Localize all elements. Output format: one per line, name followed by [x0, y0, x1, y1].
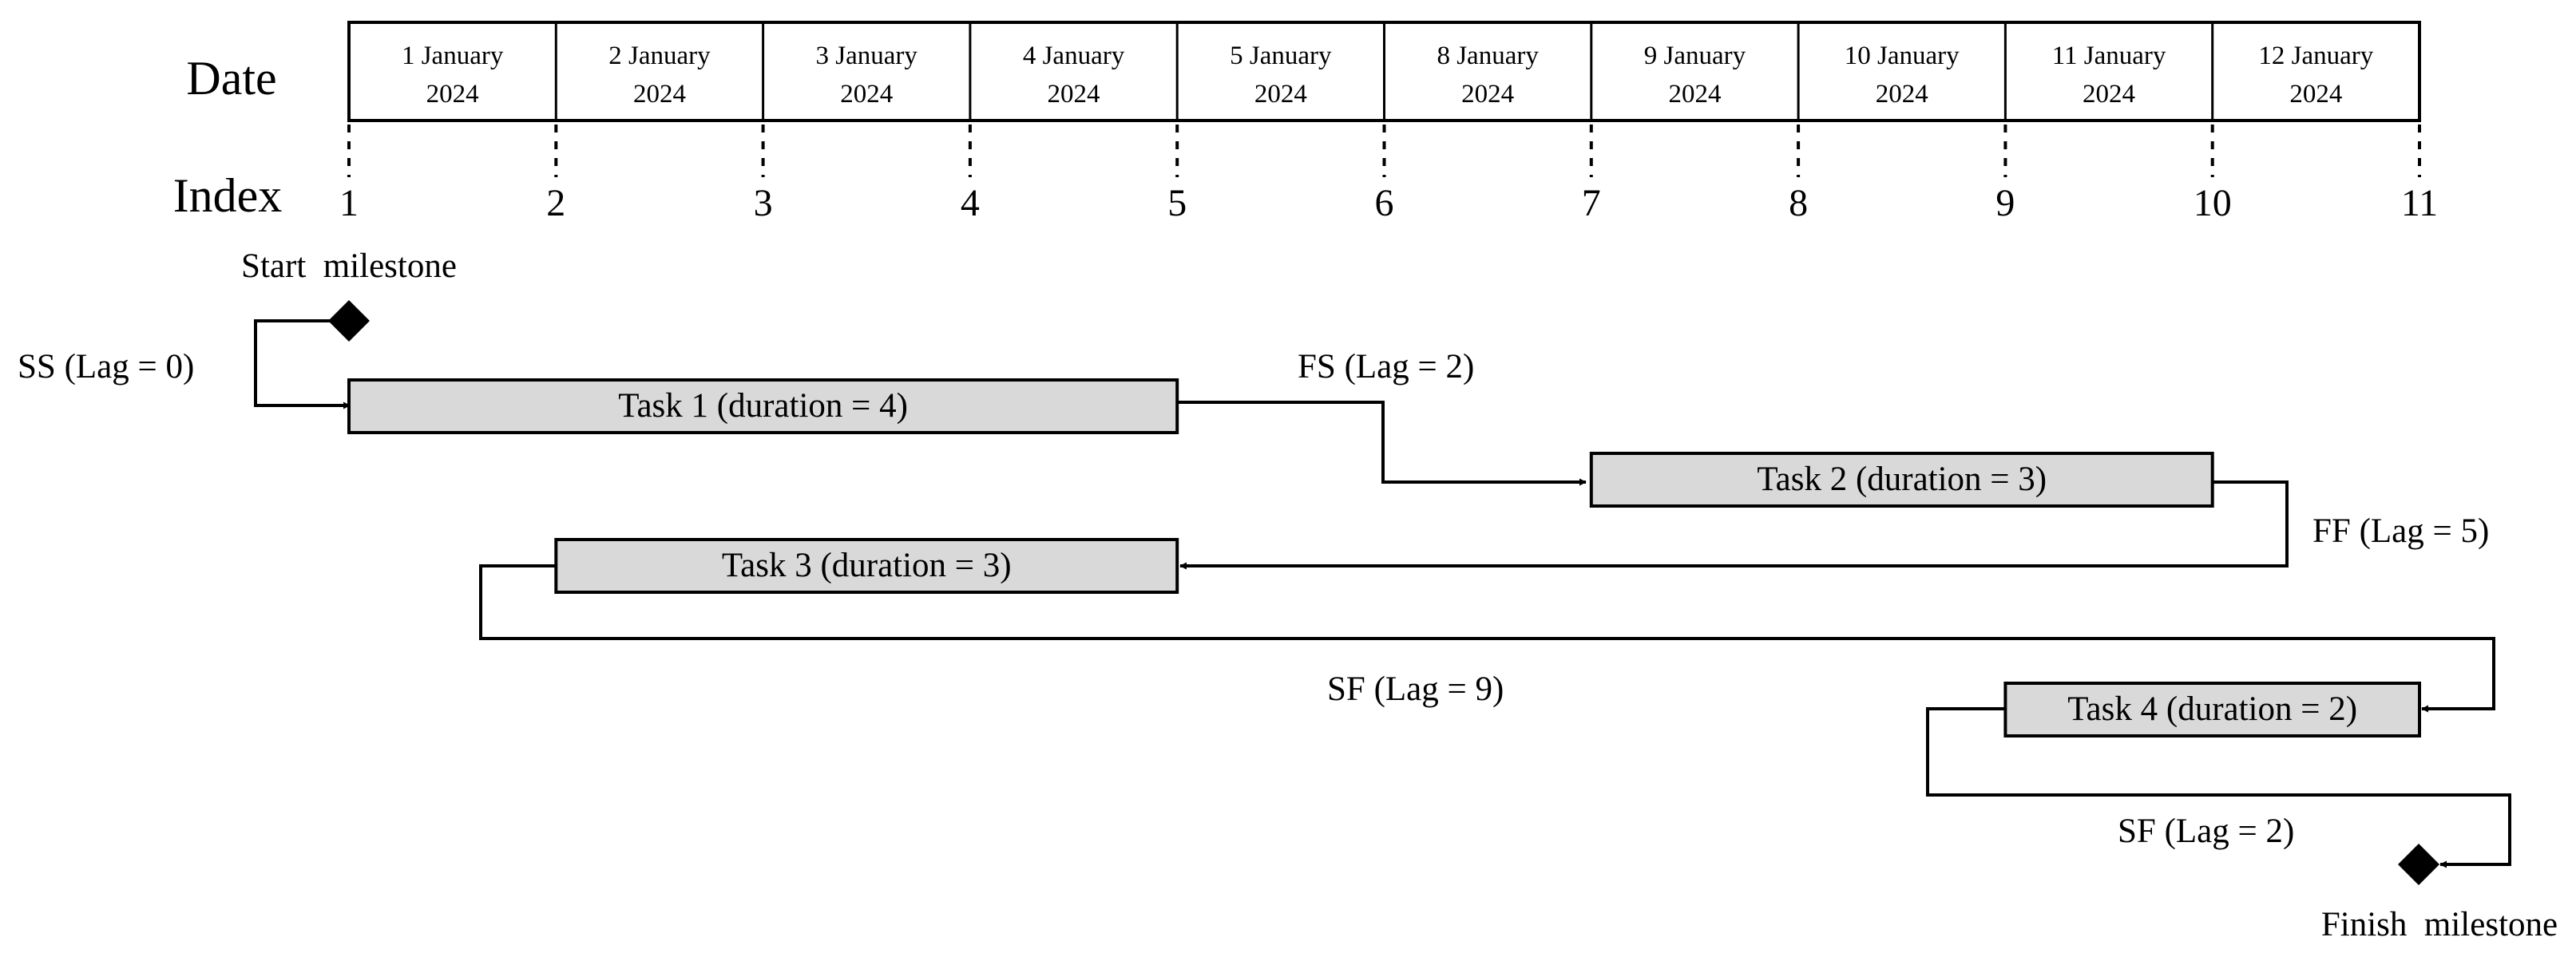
start-milestone-diamond — [328, 300, 370, 342]
index-labels: 1 2 3 4 5 6 7 8 9 10 11 — [339, 182, 2438, 224]
sf9-label: SF (Lag = 9) — [1327, 670, 1504, 708]
index-label: 8 — [1789, 182, 1808, 224]
dependency-connectors — [254, 319, 2511, 868]
sf9-connector — [479, 564, 2495, 713]
date-cell-year: 2024 — [426, 80, 479, 109]
date-cell-day: 3 January — [816, 42, 918, 70]
date-cell-year: 2024 — [1048, 80, 1100, 109]
start-milestone-label: Start milestone — [241, 247, 457, 285]
index-header: Index — [173, 169, 283, 222]
date-cell-day: 9 January — [1644, 42, 1746, 70]
ff-connector — [1179, 480, 2289, 570]
date-cell-year: 2024 — [1876, 80, 1928, 109]
date-cell-year: 2024 — [840, 80, 893, 109]
task-bar — [347, 378, 1179, 434]
date-cell-day: 8 January — [1437, 42, 1539, 70]
sf2-connector — [1926, 707, 2511, 868]
task-label: Task 1 (duration = 4) — [618, 387, 908, 425]
date-cell-year: 2024 — [2289, 80, 2342, 109]
index-label: 1 — [339, 182, 359, 224]
index-label: 2 — [546, 182, 565, 224]
task-bar — [554, 538, 1179, 594]
index-label: 9 — [1995, 182, 2015, 224]
task-bar — [1589, 452, 2214, 508]
index-label: 5 — [1167, 182, 1187, 224]
date-cells: 1 January 2024 2 January 2024 3 January 2024 4… — [402, 22, 2374, 121]
index-label: 4 — [961, 182, 980, 224]
task-label: Task 4 (duration = 2) — [2067, 690, 2357, 728]
ss-connector — [254, 319, 351, 409]
task-label: Task 2 (duration = 3) — [1757, 461, 2047, 498]
task-bar — [2003, 682, 2421, 737]
fs-label: FS (Lag = 2) — [1298, 348, 1474, 386]
date-cell-day: 1 January — [402, 42, 504, 70]
finish-milestone-diamond — [2398, 844, 2439, 885]
date-cell-day: 5 January — [1230, 42, 1332, 70]
task-label: Task 3 (duration = 3) — [722, 547, 1012, 584]
index-label: 3 — [754, 182, 773, 224]
date-cell-year: 2024 — [1254, 80, 1307, 109]
tick-marks — [347, 125, 2421, 177]
index-label: 7 — [1582, 182, 1601, 224]
date-cell-year: 2024 — [1461, 80, 1514, 109]
index-label: 6 — [1375, 182, 1394, 224]
date-header: Date — [186, 52, 276, 105]
date-cell-day: 11 January — [2052, 42, 2166, 70]
finish-milestone-label: Finish milestone — [2321, 906, 2558, 943]
date-cell-year: 2024 — [1668, 80, 1721, 109]
index-label: 10 — [2194, 182, 2232, 224]
date-cell-day: 2 January — [608, 42, 711, 70]
date-cell-day: 4 January — [1023, 42, 1125, 70]
fs-connector — [1178, 401, 1587, 486]
date-cell-day: 10 January — [1845, 42, 1960, 70]
date-cell-year: 2024 — [2083, 80, 2135, 109]
index-label: 11 — [2401, 182, 2438, 224]
ff-label: FF (Lag = 5) — [2312, 512, 2489, 550]
date-cell-day: 12 January — [2258, 42, 2373, 70]
ss-label: SS (Lag = 0) — [18, 348, 194, 386]
task-bars: Task 1 (duration = 4) Task 2 (duration = … — [347, 378, 2421, 737]
sf2-label: SF (Lag = 2) — [2118, 813, 2294, 850]
date-cell-year: 2024 — [633, 80, 686, 109]
